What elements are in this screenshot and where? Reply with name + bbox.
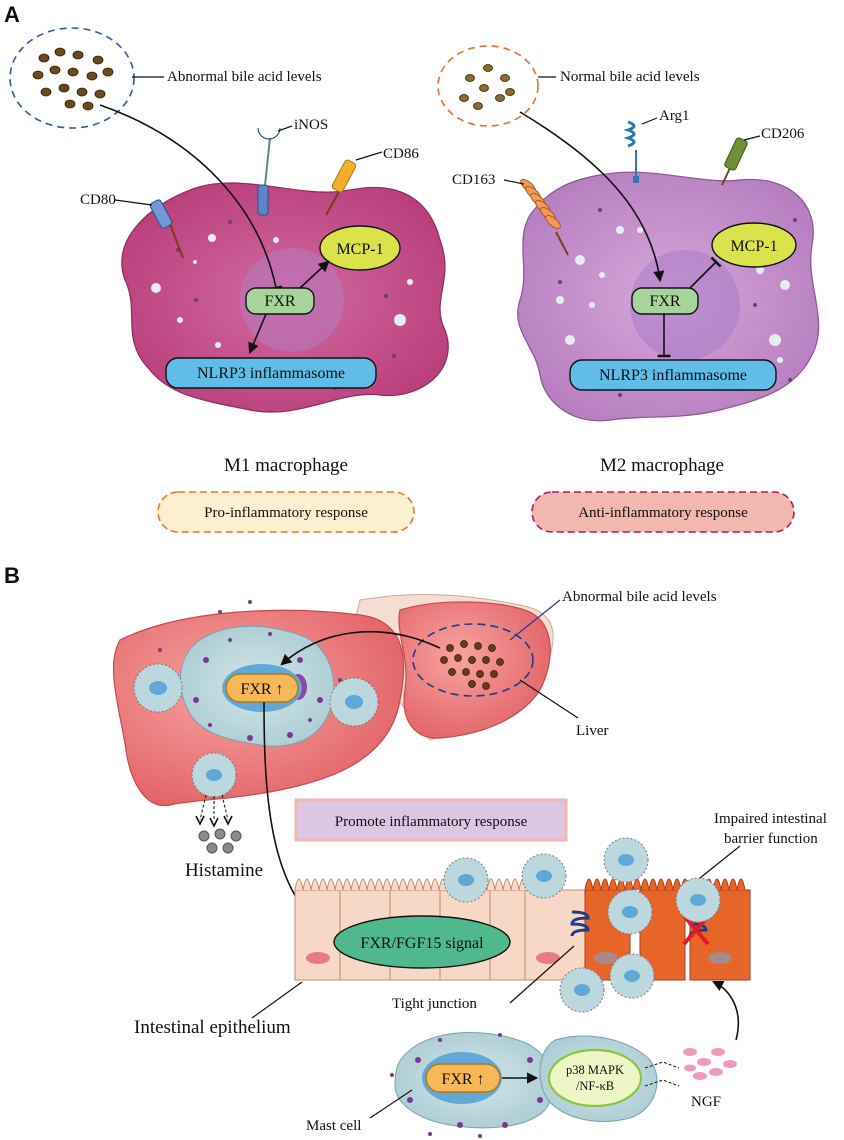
cd80-label: CD80 bbox=[80, 192, 116, 208]
m2-bile-acid-label: Normal bile acid levels bbox=[560, 69, 700, 85]
mast-fxr-node: FXR ↑ bbox=[422, 1052, 502, 1104]
svg-text:NLRP3 inflammasome: NLRP3 inflammasome bbox=[197, 365, 345, 382]
svg-text:FXR: FXR bbox=[649, 293, 680, 310]
fxr-fgf15-node: FXR/FGF15 signal bbox=[333, 915, 511, 969]
m2-bile-acid-cluster bbox=[437, 45, 539, 127]
liver-fxr-node: FXR ↑ bbox=[222, 664, 302, 712]
mast-cell-label: Mast cell bbox=[306, 1118, 361, 1134]
cd86-receptor bbox=[325, 159, 357, 216]
liver-bile-acid-label: Abnormal bile acid levels bbox=[562, 589, 717, 605]
ngf-label: NGF bbox=[691, 1094, 721, 1110]
arg1-label: Arg1 bbox=[659, 108, 690, 124]
svg-text:Pro-inflammatory response: Pro-inflammatory response bbox=[204, 505, 368, 521]
histamine-mast-cell bbox=[191, 752, 237, 828]
svg-text:FXR/FGF15 signal: FXR/FGF15 signal bbox=[360, 935, 484, 952]
svg-text:Promote inflammatory response: Promote inflammatory response bbox=[335, 814, 528, 830]
cd163-receptor bbox=[520, 178, 569, 256]
panel-a-letter: A bbox=[4, 2, 20, 27]
liver-small-mast-cell-right bbox=[329, 677, 379, 727]
svg-text:FXR ↑: FXR ↑ bbox=[240, 681, 283, 698]
m2-bile-activate-arrow bbox=[519, 111, 665, 283]
svg-text:MCP-1: MCP-1 bbox=[336, 241, 383, 258]
svg-text:NLRP3 inflammasome: NLRP3 inflammasome bbox=[599, 367, 747, 384]
histamine-label: Histamine bbox=[185, 860, 263, 881]
m2-mcp1-node: MCP-1 bbox=[711, 222, 797, 268]
m1-bile-acid-label: Abnormal bile acid levels bbox=[167, 69, 322, 85]
panel-b-letter: B bbox=[4, 563, 20, 588]
inos-receptor bbox=[257, 127, 281, 216]
cd206-label: CD206 bbox=[761, 126, 805, 142]
ngf-to-barrier-arrow bbox=[711, 980, 740, 1041]
svg-text:FXR ↑: FXR ↑ bbox=[441, 1071, 484, 1088]
tight-junction-left bbox=[570, 910, 590, 937]
liver-bile-to-fxr-arrow bbox=[280, 631, 441, 666]
m1-response-box: Pro-inflammatory response bbox=[157, 491, 415, 533]
m2-title: M2 macrophage bbox=[600, 455, 724, 476]
svg-text:p38 MAPK: p38 MAPK bbox=[566, 1063, 624, 1077]
svg-text:/NF-κB: /NF-κB bbox=[576, 1079, 614, 1093]
m1-bile-acid-cluster bbox=[9, 27, 135, 129]
m1-fxr-to-nlrp3-arrow bbox=[248, 313, 267, 355]
cd206-receptor bbox=[721, 137, 748, 186]
epithelium-mast-cells bbox=[443, 837, 721, 1013]
histamine-granules bbox=[198, 828, 242, 854]
m2-cell-purple-dots bbox=[558, 208, 797, 397]
cd80-receptor bbox=[149, 199, 184, 259]
impaired-label-line2: barrier function bbox=[724, 831, 818, 847]
svg-text:Anti-inflammatory response: Anti-inflammatory response bbox=[578, 505, 748, 521]
m1-title: M1 macrophage bbox=[224, 455, 348, 476]
inos-label: iNOS bbox=[294, 117, 328, 133]
m1-mcp1-node: MCP-1 bbox=[319, 225, 401, 271]
m2-nlrp3-node: NLRP3 inflammasome bbox=[569, 359, 777, 391]
svg-text:FXR: FXR bbox=[264, 293, 295, 310]
m2-response-box: Anti-inflammatory response bbox=[531, 491, 795, 533]
ngf-molecules bbox=[683, 1048, 737, 1080]
m1-nlrp3-node: NLRP3 inflammasome bbox=[165, 357, 377, 389]
tight-junction-label: Tight junction bbox=[392, 996, 477, 1012]
intestinal-epithelium-label: Intestinal epithelium bbox=[134, 1017, 291, 1038]
liver-bile-acid-cluster bbox=[412, 623, 534, 697]
impaired-label-line1: Impaired intestinal bbox=[714, 811, 827, 827]
svg-text:MCP-1: MCP-1 bbox=[730, 238, 777, 255]
m2-cell-dots bbox=[556, 226, 790, 363]
liver-label: Liver bbox=[576, 723, 608, 739]
p38-node: p38 MAPK /NF-κB bbox=[547, 1048, 643, 1108]
m1-fxr-to-mcp1-arrow bbox=[299, 260, 330, 289]
liver-small-mast-cell-left bbox=[133, 663, 183, 713]
promote-inflammatory-box: Promote inflammatory response bbox=[294, 798, 568, 842]
cd163-label: CD163 bbox=[452, 172, 495, 188]
m1-bile-inhibit-arrow bbox=[99, 104, 283, 291]
m2-fxr-node: FXR bbox=[631, 287, 699, 315]
cd86-label: CD86 bbox=[383, 146, 419, 162]
p38-to-ngf-arrows bbox=[644, 1061, 680, 1087]
m1-fxr-node: FXR bbox=[245, 287, 315, 315]
arg1-receptor bbox=[623, 120, 639, 183]
liver-mast-granules bbox=[158, 600, 342, 741]
m2-fxr-inhibit-mcp1 bbox=[689, 256, 722, 289]
